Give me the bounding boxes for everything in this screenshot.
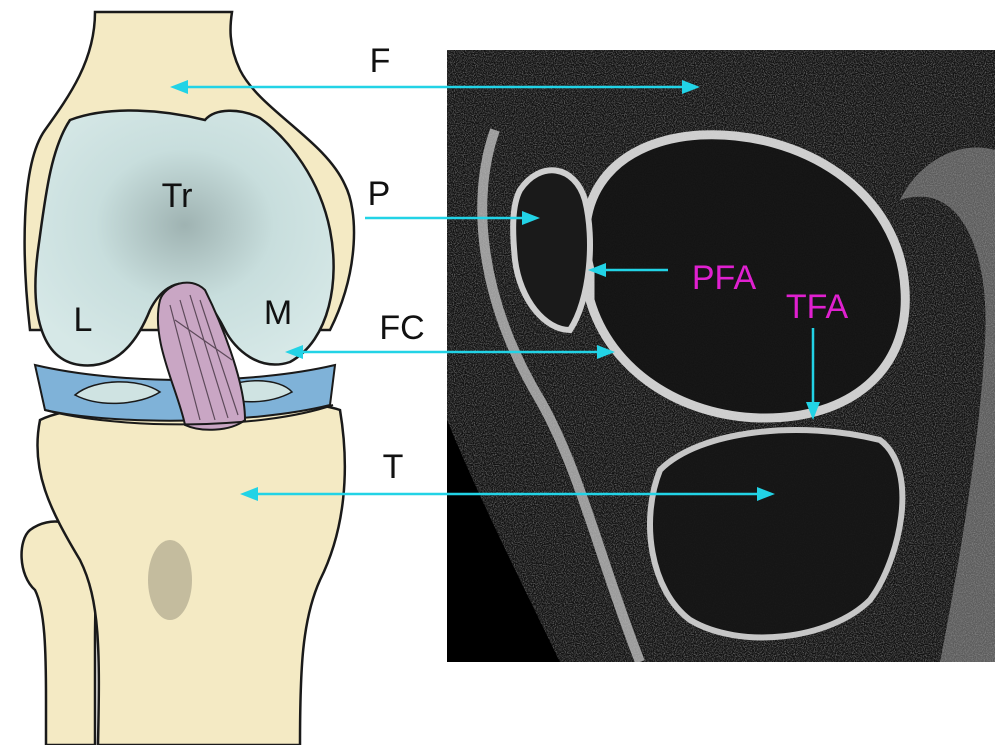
tibia-shading [148,540,192,620]
label-patella: P [368,175,391,213]
label-pfa: PFA [692,259,757,297]
label-tfa: TFA [786,288,849,326]
label-lateral: L [74,301,93,339]
knee-illustration [22,12,354,745]
mri-tibia [650,430,902,637]
label-tibia: T [383,448,404,486]
label-medial: M [264,294,292,332]
label-femoral-cartilage: FC [379,309,424,347]
mri-image [447,50,995,662]
label-femur: F [370,42,391,80]
label-trochlea: Tr [162,177,193,215]
